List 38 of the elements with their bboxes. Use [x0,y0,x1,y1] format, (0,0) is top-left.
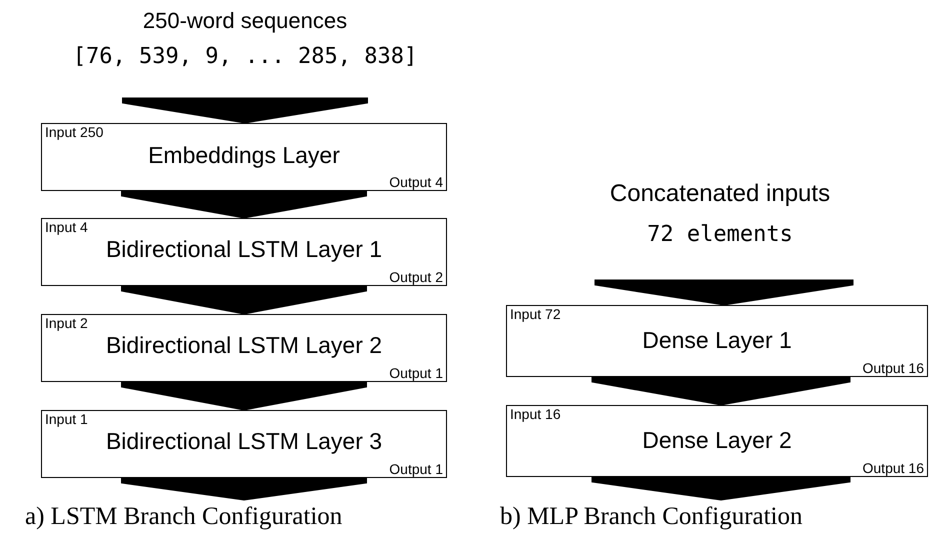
layer-name: Bidirectional LSTM Layer 2 [104,332,384,359]
layer-box [506,405,928,477]
flow-arrow [121,478,367,500]
output-size: Output 4 [389,174,443,190]
flow-arrow [121,286,367,314]
layer-box [41,410,447,478]
input-size: Input 250 [45,124,104,140]
panel-caption: a) LSTM Branch Configuration [25,503,342,531]
layer-box [506,305,928,377]
input-size: Input 2 [45,315,88,331]
input-example: 72 elements [646,222,794,247]
input-description: 250-word sequences [142,8,348,34]
layer-name: Bidirectional LSTM Layer 3 [104,428,384,455]
layer-box [41,314,447,382]
output-size: Output 2 [389,269,443,285]
flow-arrow [121,190,367,218]
layer-name: Dense Layer 1 [641,327,793,354]
layer-name: Embeddings Layer [147,142,341,169]
flow-arrow [592,476,850,500]
input-size: Input 1 [45,411,88,427]
layer-box [41,123,447,191]
input-size: Input 4 [45,219,88,235]
panel-caption: b) MLP Branch Configuration [500,503,803,531]
input-description: Concatenated inputs [608,180,832,208]
layer-name: Bidirectional LSTM Layer 1 [104,236,384,263]
layer-name: Dense Layer 2 [641,427,793,454]
input-example: [76, 539, 9, ... 285, 838] [72,44,418,69]
input-size: Input 72 [510,306,561,322]
input-size: Input 16 [510,406,561,422]
output-size: Output 16 [862,360,924,376]
flow-arrow [592,376,850,406]
flow-arrow [594,280,854,306]
output-size: Output 16 [862,460,924,476]
layer-box [41,218,447,286]
output-size: Output 1 [389,365,443,381]
flow-arrow [122,98,368,124]
flow-arrow [121,382,367,410]
output-size: Output 1 [389,461,443,477]
